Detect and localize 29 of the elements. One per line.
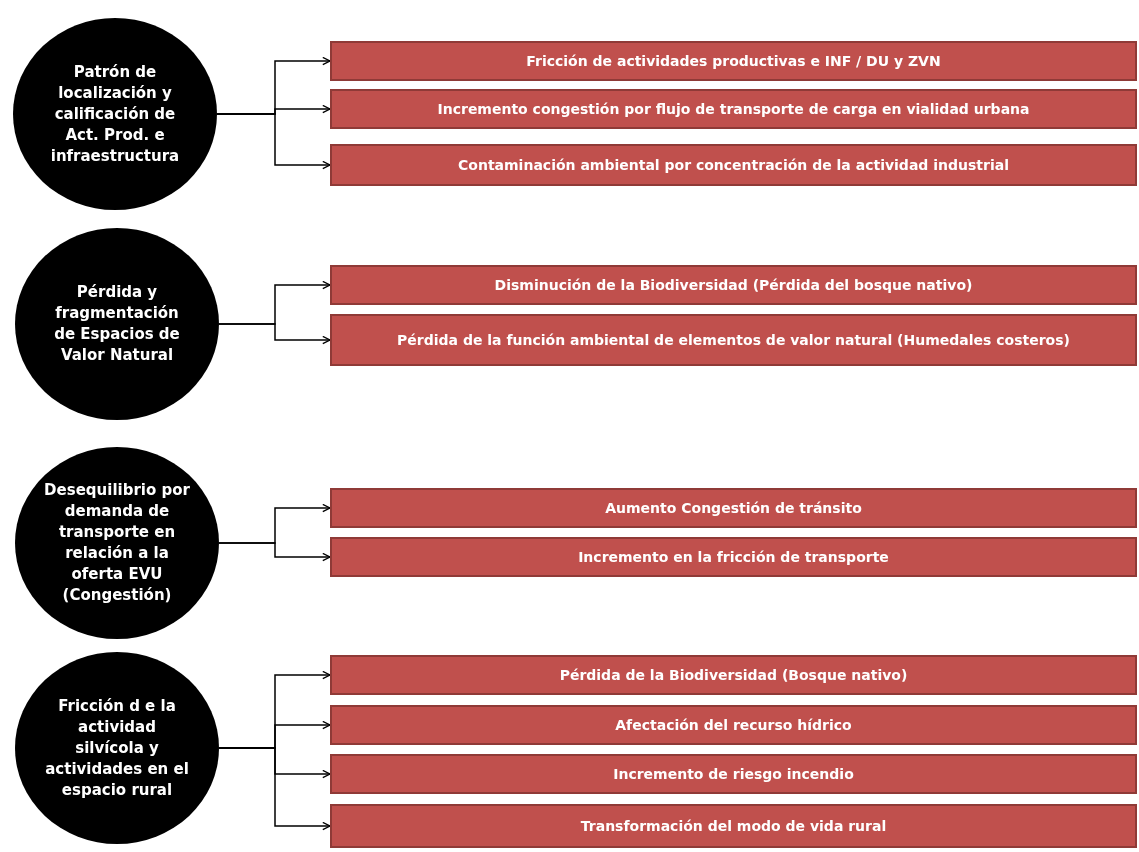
box-text: Incremento congestión por flujo de transporte de carga en vialidad urbana [437, 100, 1030, 119]
effect-box [330, 89, 1137, 129]
box-text: Incremento de riesgo incendio [613, 765, 854, 784]
effect-box [330, 314, 1137, 366]
effect-box [330, 488, 1137, 528]
box-text: Fricción de actividades productivas e INF / DU y ZVN [526, 52, 941, 71]
box-text: Transformación del modo de vida rural [580, 817, 887, 836]
circle-text: Patrón de localización y calificación de Act. Prod. e infraestructura [49, 61, 181, 167]
connector-arrow [218, 542, 331, 562]
box-text: Pérdida de la Biodiversidad (Bosque nativo) [559, 666, 908, 685]
circle-text: Desequilibrio por demanda de transporte en relación a la oferta EVU (Congestión) [43, 480, 191, 606]
effect-box [330, 804, 1137, 848]
effect-box [330, 41, 1137, 81]
box-text: Afectación del recurso hídrico [615, 716, 852, 735]
effect-box [330, 705, 1137, 745]
effect-box [330, 655, 1137, 695]
connector-arrow [218, 323, 331, 345]
circle-text: Pérdida y fragmentación de Espacios de Valor Natural [53, 282, 181, 366]
box-text: Pérdida de la función ambiental de elementos de valor natural (Humedales costeros) [397, 331, 1070, 350]
circle-text: Fricción d e la actividad silvícola y actividades en el espacio rural [44, 695, 190, 801]
effect-box [330, 754, 1137, 794]
effect-box [330, 265, 1137, 305]
box-text: Contaminación ambiental por concentración de la actividad industrial [458, 156, 1009, 175]
box-text: Incremento en la fricción de transporte [578, 548, 889, 567]
effect-box [330, 144, 1137, 186]
effect-box [330, 537, 1137, 577]
box-text: Disminución de la Biodiversidad (Pérdida del bosque nativo) [494, 276, 973, 295]
box-text: Aumento Congestión de tránsito [605, 499, 862, 518]
connector-arrow [216, 113, 331, 170]
